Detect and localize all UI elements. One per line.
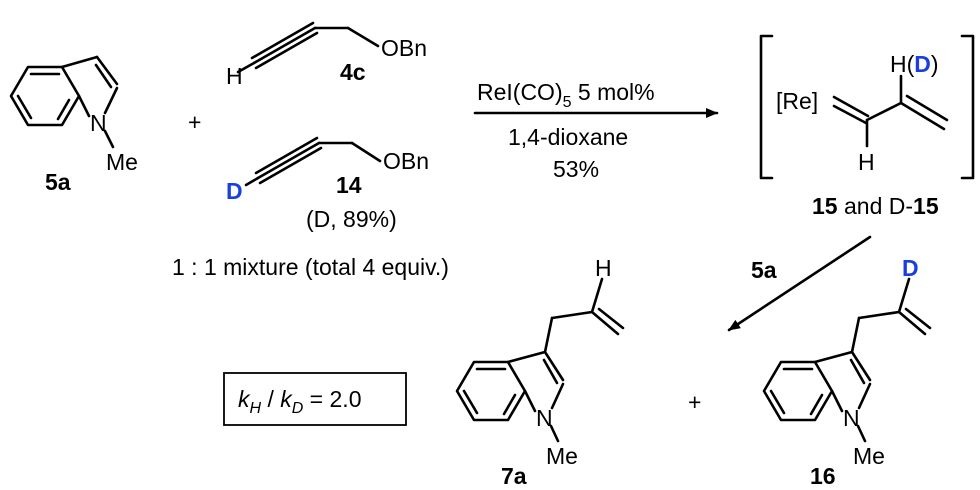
product-16-me-label: Me (853, 443, 885, 469)
compound-label-16: 16 (810, 463, 836, 489)
intermediate-h-label: H (858, 149, 875, 175)
plus-sign-1: + (188, 109, 201, 135)
product-7a-h-label: H (595, 255, 612, 281)
alkyne-14-obn-label: OBn (383, 148, 429, 174)
compound-label-5a: 5a (45, 169, 71, 195)
compound-label-7a: 7a (501, 463, 527, 489)
kie-box (223, 372, 407, 426)
compound-label-4c: 4c (340, 59, 366, 85)
alkyne-14-d-label: D (226, 178, 243, 204)
right-bracket (960, 34, 975, 180)
intermediate-15-structure: [Re] H(D) H (759, 34, 975, 180)
indole-5a-n-label: N (90, 110, 107, 136)
alkyne-4c-h-label: H (226, 63, 243, 89)
reagent-5a-label: 5a (751, 257, 777, 283)
indole-5a-me-label: Me (106, 149, 138, 175)
plus-sign-2: + (688, 389, 701, 415)
alkyne-14-structure: D OBn (226, 136, 429, 204)
deuterium-content-note: (D, 89%) (306, 206, 397, 232)
metal-fragment-label: [Re] (776, 88, 818, 114)
mixture-note: 1 : 1 mixture (total 4 equiv.) (172, 254, 449, 280)
intermediate-caption: 15 and D-15 (812, 193, 939, 219)
product-16-d-label: D (902, 255, 919, 281)
alkyne-4c-structure: H OBn (226, 21, 427, 89)
left-bracket (759, 34, 774, 180)
product-7a-n-label: N (536, 405, 553, 431)
intermediate-h-d-label: H(D) (890, 51, 939, 77)
reaction-arrow-2 (727, 235, 872, 332)
product-7a-me-label: Me (546, 443, 578, 469)
product-16-structure: D N Me (762, 255, 932, 469)
compound-label-14: 14 (336, 172, 362, 198)
alkyne-4c-obn-label: OBn (381, 35, 427, 61)
catalyst-label: ReI(CO)5 5 mol% (477, 79, 655, 111)
product-16-n-label: N (843, 405, 860, 431)
yield-label: 53% (553, 156, 599, 182)
kie-value: kH / kD = 2.0 (238, 386, 361, 417)
solvent-label: 1,4-dioxane (508, 124, 628, 150)
product-7a-structure: H N Me (455, 255, 625, 469)
indole-5a-structure: N Me (9, 55, 138, 175)
